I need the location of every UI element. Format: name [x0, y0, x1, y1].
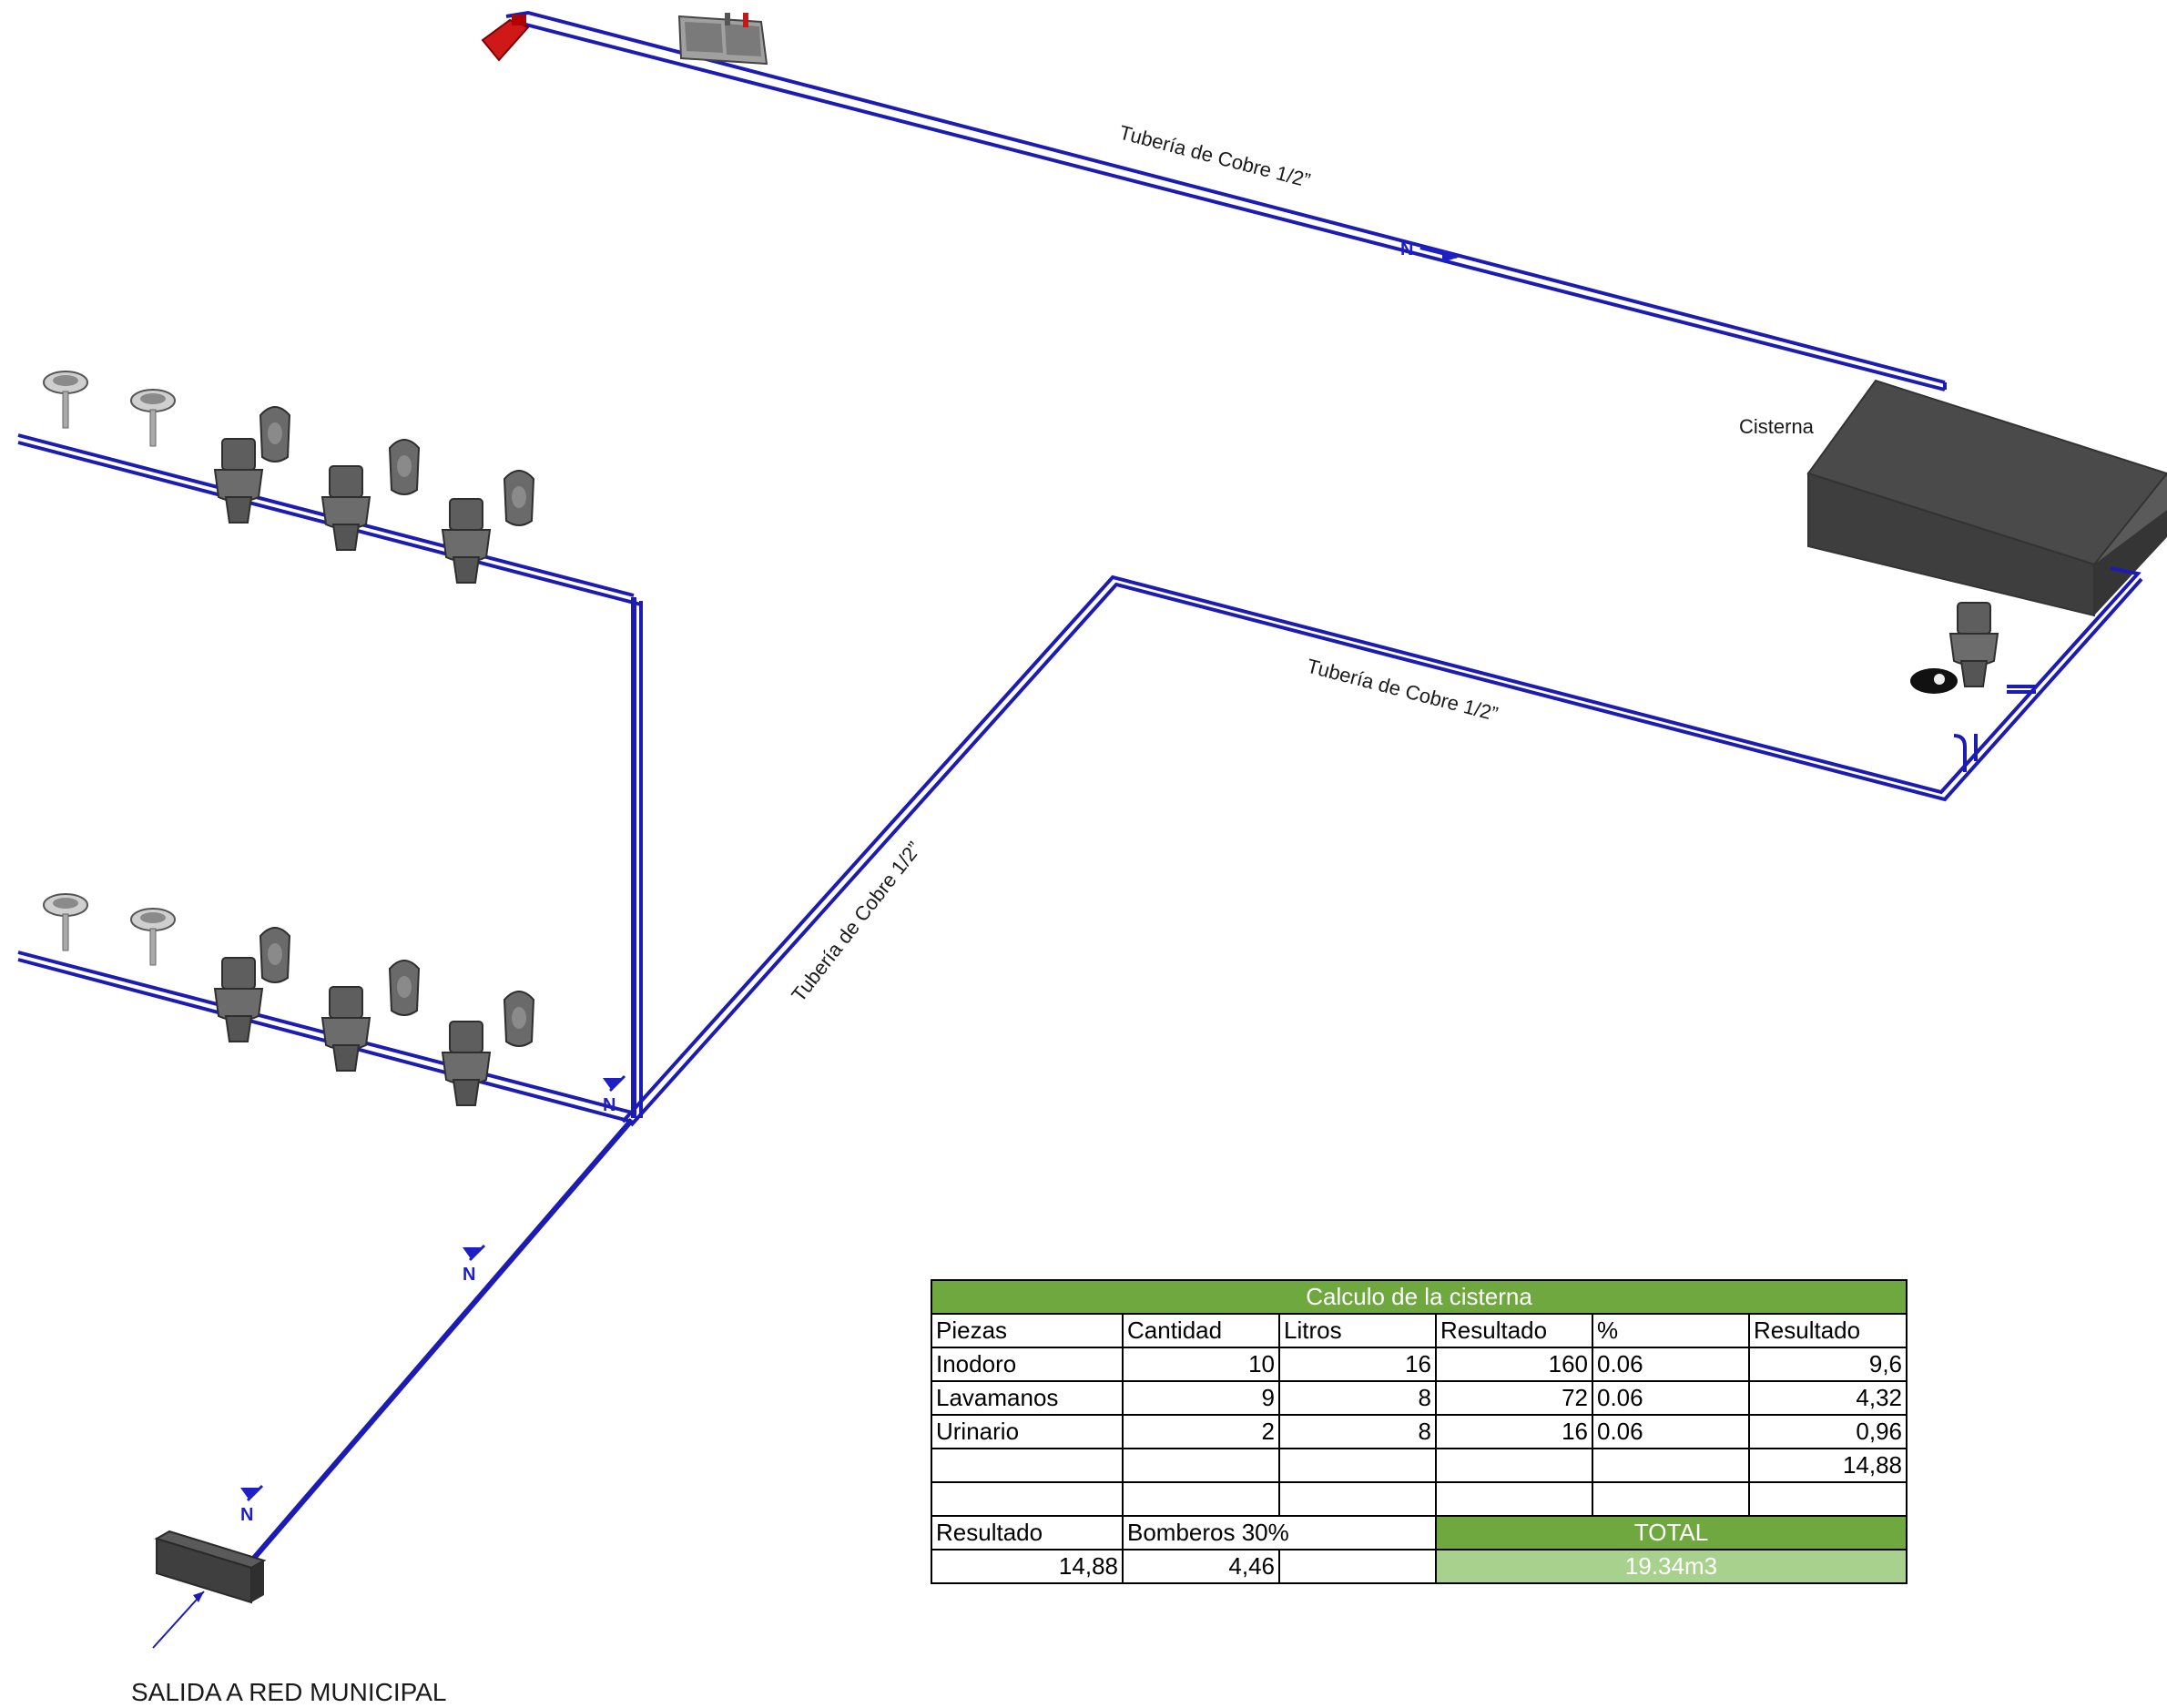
- column-header: Piezas: [931, 1313, 1124, 1348]
- toilet-icon: [321, 465, 371, 551]
- table-cell: 2: [1122, 1414, 1280, 1449]
- cisterna-label: Cisterna: [1739, 415, 1815, 438]
- table-title: Calculo de la cisterna: [930, 1279, 1908, 1315]
- pipe-top-label: Tubería de Cobre 1/2”: [1117, 121, 1313, 192]
- column-header: Resultado: [1747, 1313, 1908, 1348]
- table-cell: 0.06: [1592, 1414, 1750, 1449]
- toilet-icon: [442, 1021, 491, 1106]
- pipe-top: [505, 10, 1947, 391]
- urinal-icon: [504, 991, 534, 1047]
- pump-icon: [1910, 668, 1958, 694]
- pipe-right-label: Tubería de Cobre 1/2”: [1305, 655, 1501, 726]
- table-row: [931, 1481, 1908, 1517]
- washbasin-icon: [43, 371, 88, 429]
- urinal-icon: [259, 406, 290, 463]
- total-value: 19.34m3: [1434, 1549, 1908, 1584]
- toilet-icon: [214, 438, 263, 524]
- urinal-icon: [389, 439, 420, 495]
- flow-direction-icon: N: [239, 1484, 264, 1525]
- pipe-main: [241, 1118, 635, 1571]
- table-cell: 72: [1435, 1380, 1593, 1416]
- total-label: TOTAL: [1434, 1515, 1908, 1550]
- table-cell: [1278, 1448, 1437, 1483]
- subtotal-cell: 14,88: [1747, 1448, 1908, 1483]
- table-cell: [931, 1481, 1124, 1517]
- pipe-right: [621, 566, 2143, 1127]
- column-header: Cantidad: [1122, 1313, 1280, 1348]
- flow-direction-icon: N: [461, 1244, 486, 1285]
- column-header: Resultado: [1435, 1313, 1593, 1348]
- svg-text:N: N: [603, 1095, 616, 1115]
- water-heater-icon: [481, 15, 530, 62]
- table-cell: Inodoro: [931, 1347, 1124, 1382]
- summary-label-row: Resultado Bomberos 30% TOTAL: [931, 1515, 1908, 1550]
- urinal-icon: [504, 470, 534, 526]
- table-cell: 16: [1278, 1347, 1437, 1382]
- svg-text:N: N: [463, 1265, 475, 1285]
- summary-value-row: 14,88 4,46 19.34m3: [931, 1549, 1908, 1584]
- washbasin-icon: [130, 908, 176, 966]
- table-cell: 160: [1435, 1347, 1593, 1382]
- svg-text:N: N: [240, 1505, 253, 1525]
- double-sink-icon: [677, 13, 768, 66]
- column-header: Litros: [1278, 1313, 1437, 1348]
- column-header: %: [1592, 1313, 1750, 1348]
- table-cell: [1435, 1448, 1593, 1483]
- table-header-row: Piezas Cantidad Litros Resultado % Resul…: [931, 1313, 1908, 1348]
- table-cell: [1592, 1481, 1750, 1517]
- table-cell: 0.06: [1592, 1380, 1750, 1416]
- table-cell: Lavamanos: [931, 1380, 1124, 1416]
- meter-box-icon: [154, 1530, 267, 1604]
- table-cell: [1122, 1481, 1280, 1517]
- washbasin-icon: [130, 389, 176, 447]
- urinal-icon: [259, 927, 290, 983]
- toilet-icon: [1949, 602, 1999, 687]
- table-cell: 0,96: [1747, 1414, 1908, 1449]
- table-row: Urinario 2 8 16 0.06 0,96: [931, 1414, 1908, 1449]
- table-row: Lavamanos 9 8 72 0.06 4,32: [931, 1380, 1908, 1416]
- municipal-arrow: [152, 1591, 205, 1649]
- table-cell: Urinario: [931, 1414, 1124, 1449]
- flow-direction-icon: N: [1400, 239, 1460, 262]
- table-cell: 8: [1278, 1380, 1437, 1416]
- summary-label: Resultado: [931, 1515, 1124, 1550]
- table-cell: [1278, 1481, 1437, 1517]
- summary-label: Bomberos 30%: [1122, 1515, 1437, 1550]
- toilet-icon: [214, 957, 263, 1042]
- toilet-icon: [442, 498, 491, 584]
- table-cell: 9: [1122, 1380, 1280, 1416]
- cistern-calculation-table: Calculo de la cisterna Piezas Cantidad L…: [930, 1279, 1908, 1584]
- table-cell: [1435, 1481, 1593, 1517]
- svg-text:N: N: [1400, 239, 1413, 259]
- fixture-row-upper: [43, 371, 534, 584]
- table-cell: 10: [1122, 1347, 1280, 1382]
- table-row: Inodoro 10 16 160 0.06 9,6: [931, 1347, 1908, 1382]
- pipe-vertical: [631, 597, 643, 1118]
- washbasin-icon: [43, 893, 88, 951]
- table-row: 14,88: [931, 1448, 1908, 1483]
- table-cell: [1747, 1481, 1908, 1517]
- table-cell: [1122, 1448, 1280, 1483]
- urinal-icon: [389, 960, 420, 1016]
- table-cell: [1592, 1448, 1750, 1483]
- toilet-icon: [321, 986, 371, 1072]
- salida-label: SALIDA A RED MUNICIPAL: [131, 1678, 447, 1706]
- table-cell: 16: [1435, 1414, 1593, 1449]
- cistern-tank-icon: [1806, 379, 2167, 617]
- table-cell: 4,32: [1747, 1380, 1908, 1416]
- table-cell: 9,6: [1747, 1347, 1908, 1382]
- table-cell: [931, 1448, 1124, 1483]
- summary-value: 4,46: [1122, 1549, 1280, 1584]
- summary-value: 14,88: [931, 1549, 1124, 1584]
- fixture-row-lower: [43, 893, 534, 1106]
- table-cell: 0.06: [1592, 1347, 1750, 1382]
- flow-direction-icon: N: [601, 1074, 626, 1115]
- table-cell: [1278, 1549, 1437, 1584]
- table-cell: 8: [1278, 1414, 1437, 1449]
